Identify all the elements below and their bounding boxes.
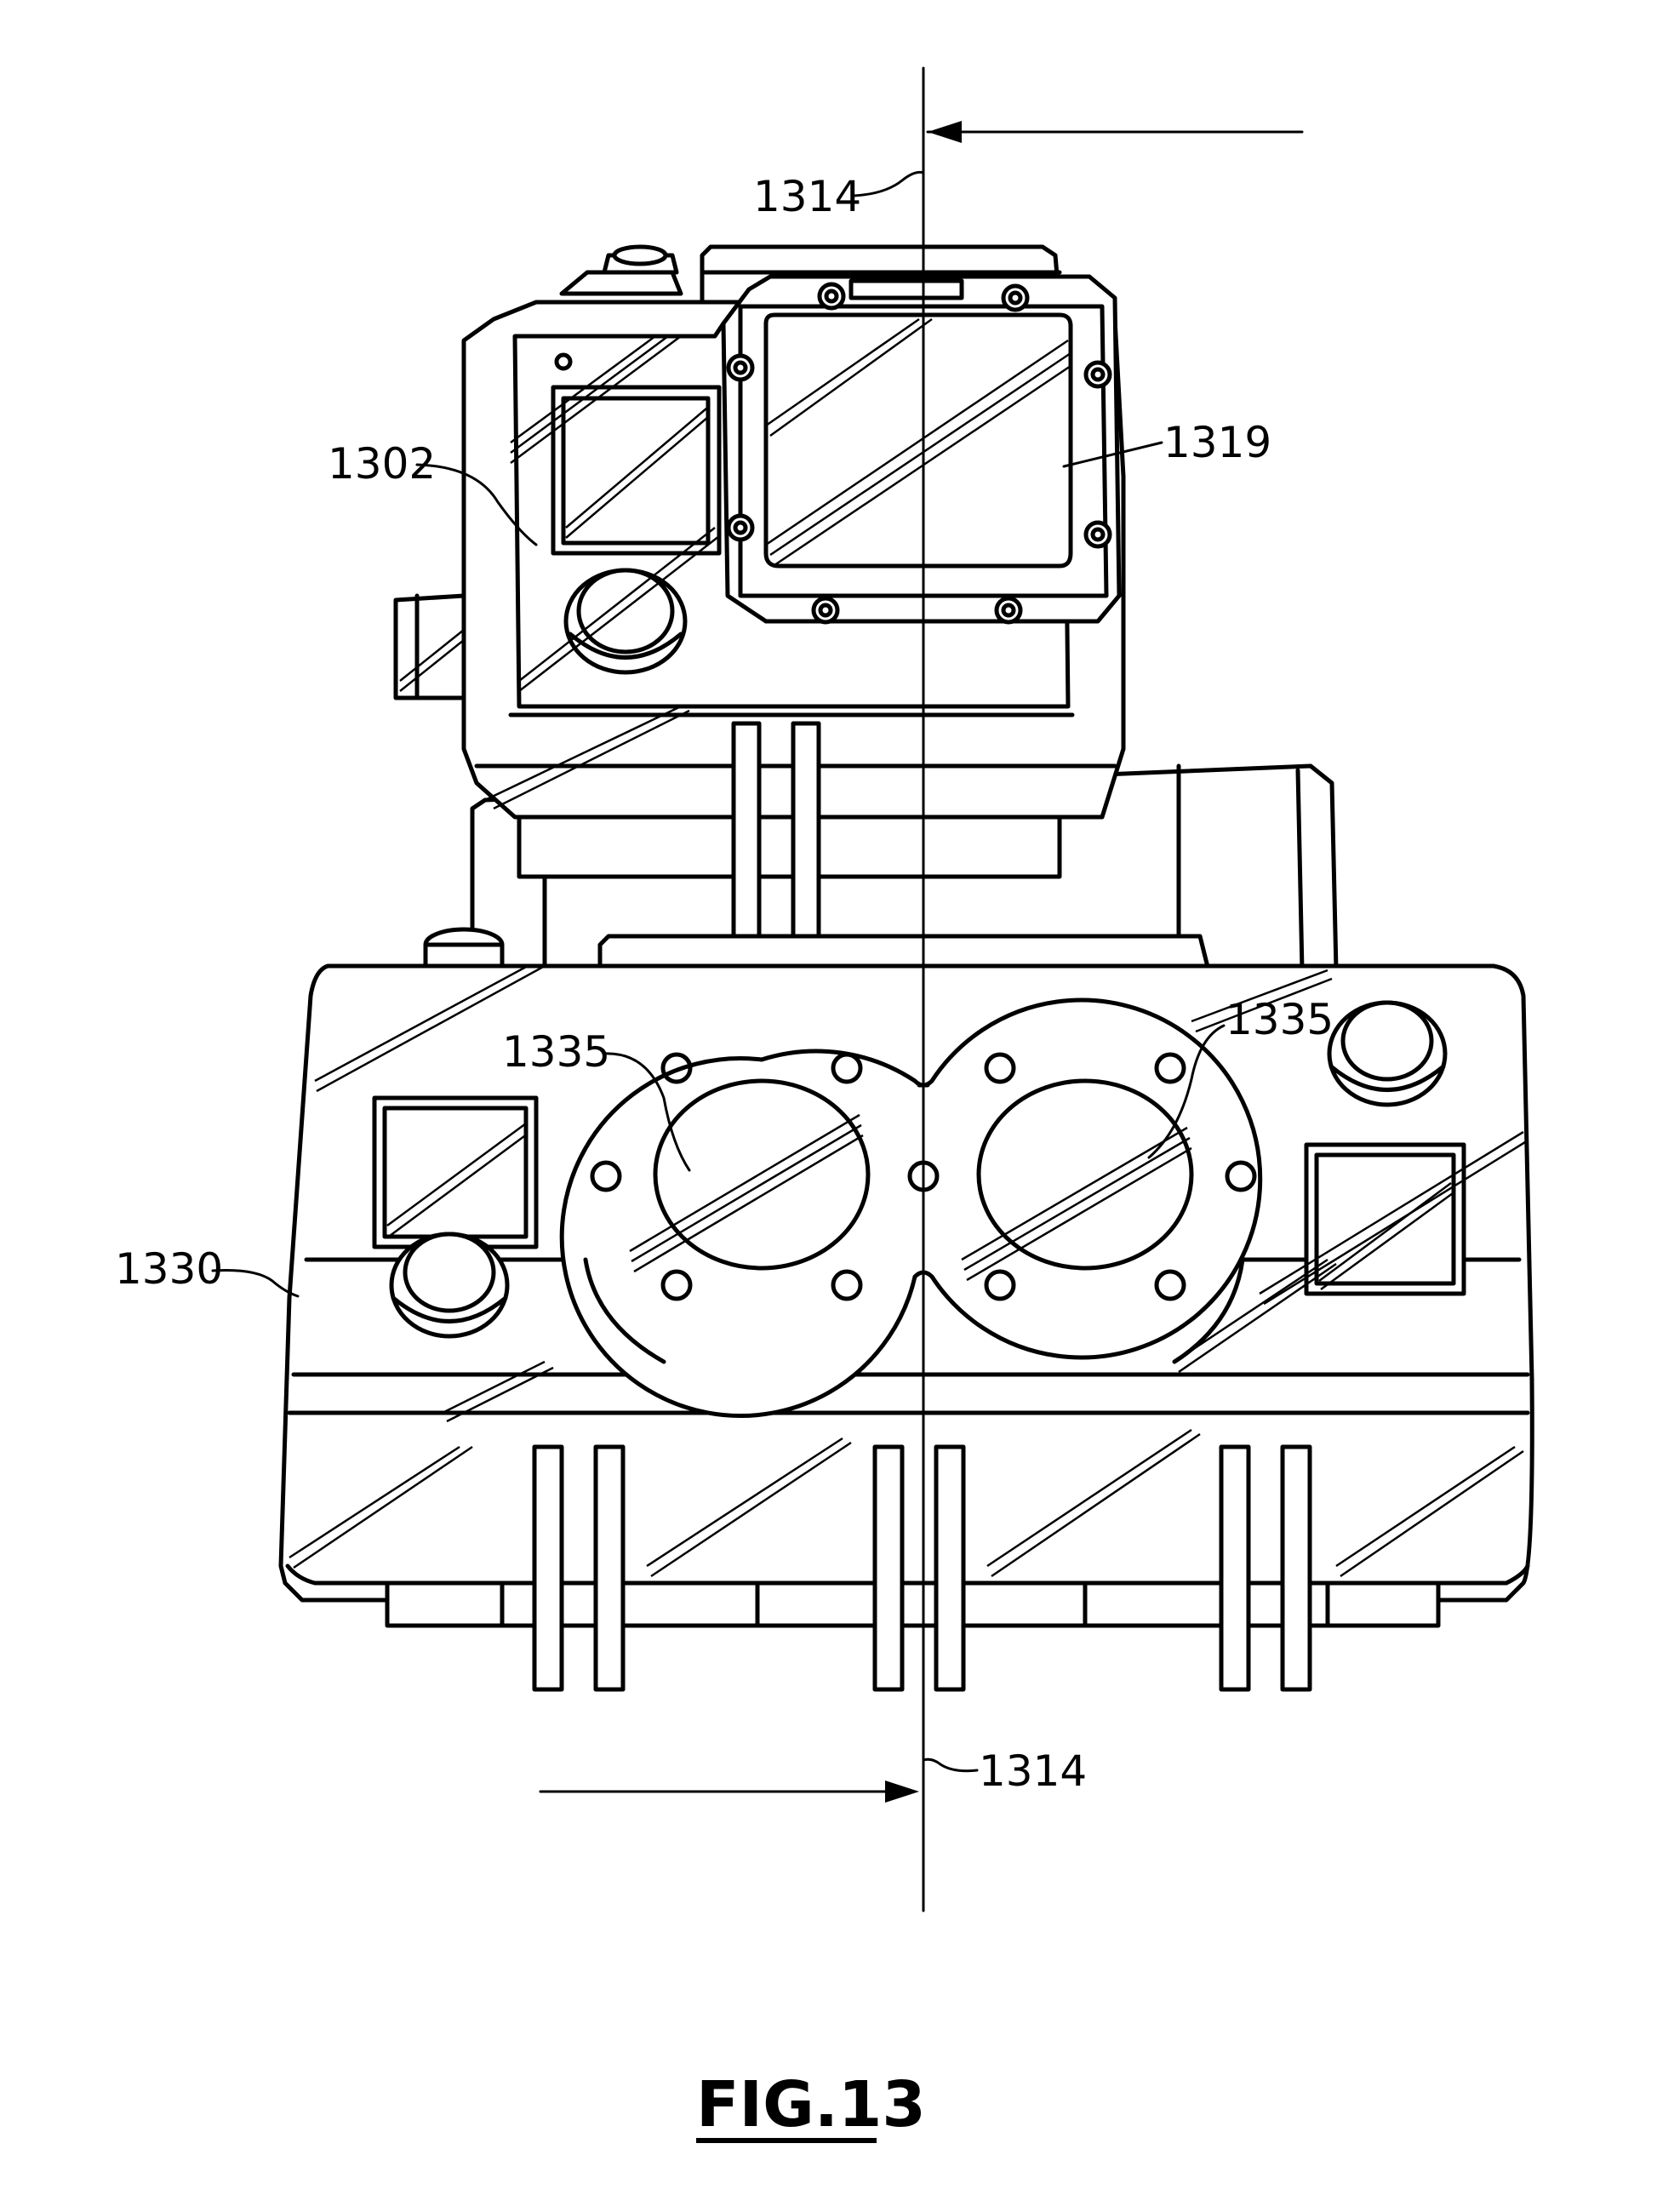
label-lower-housing: 1330: [115, 1244, 223, 1294]
surface-shading: [289, 317, 1526, 1578]
label-section-top: 1314: [753, 172, 861, 221]
label-upper-housing: 1302: [328, 439, 436, 489]
figure-caption: FIG.13: [696, 2068, 926, 2141]
section-line: [539, 66, 1304, 1912]
flange-holes: [590, 1052, 1257, 1301]
label-section-bottom: 1314: [979, 1746, 1087, 1796]
label-port-right: 1335: [1226, 995, 1334, 1044]
frame-bolts: [726, 282, 1112, 625]
lower-housing: [278, 927, 1534, 1692]
leader-lines: [211, 170, 1226, 1773]
upper-housing: [393, 244, 1339, 990]
label-port-left: 1335: [502, 1027, 610, 1077]
strap-pairs: [532, 1444, 1312, 1692]
label-window-cover: 1319: [1163, 418, 1271, 467]
